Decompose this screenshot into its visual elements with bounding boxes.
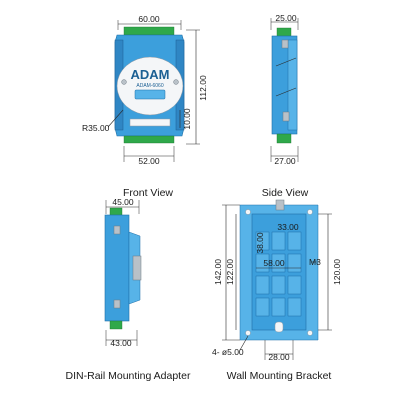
wall-keyhole-icon [274,321,284,333]
din-bottom-terminal [109,320,123,330]
front-inner-dim: 10.00 [182,108,192,130]
caption-din-rail: DIN-Rail Mounting Adapter [66,370,191,382]
side-view: 25.00 27.00 [270,13,299,166]
wall-bracket-grid [255,231,302,317]
side-bottom-dim: 27.00 [274,156,296,166]
side-rail [287,39,298,131]
front-view: 60.00 ADAM ADAM-6060 112.00 10.00 R35.00 [82,14,208,166]
wall-holes-dim: 4- ø5.00 [212,347,244,357]
side-clip-bottom [282,111,290,122]
front-radius-leader [107,109,124,128]
front-brand-logo: ADAM [131,67,170,82]
din-clip-top [113,225,121,235]
wall-bracket-view: 58.00 33.00 38.00 142.00 122.00 120.00 M… [212,199,342,362]
wall-hole-bottom-right-icon [307,330,313,336]
side-clip-top [281,39,289,49]
wall-hole-top-right-icon [307,209,313,215]
wall-inner-width-dim: 58.00 [263,258,285,268]
caption-wall-bracket: Wall Mounting Bracket [227,370,332,382]
front-bottom-terminal [123,135,175,144]
front-screw-left-icon [121,79,127,85]
din-rail-clip [132,255,142,281]
wall-screw-dim: M3 [309,257,321,267]
front-top-terminal [123,26,175,36]
wall-top-tab [275,199,285,211]
front-led-strip [134,89,166,100]
wall-holes-leader [239,335,249,351]
wall-inner-vertical-dim: 38.00 [255,232,265,254]
side-top-dim: 25.00 [275,13,297,23]
front-height-dim: 112.00 [198,75,208,101]
side-bottom-terminal [276,133,292,144]
front-label-oval [116,56,184,116]
wall-right-height-dim: 120.00 [332,259,342,285]
front-screw-right-icon [173,79,179,85]
side-break-lines [275,57,297,97]
caption-side-view: Side View [262,187,309,199]
wall-hole-bottom-left-icon [245,330,251,336]
din-bottom-dim: 43.00 [110,338,132,348]
side-top-terminal [276,27,292,38]
din-top-dim: 45.00 [112,197,134,207]
front-io-label-strip [129,118,171,127]
wall-inner-height-dim: 122.00 [225,259,235,285]
wall-outer-height-dim: 142.00 [213,259,223,285]
wall-bottom-dim: 28.00 [268,352,290,362]
din-rail-view: 45.00 43.00 [104,197,142,348]
front-bottom-dim: 52.00 [138,156,160,166]
caption-front-view: Front View [123,187,173,199]
wall-inner-small-dim: 33.00 [277,222,299,232]
front-top-dim: 60.00 [138,14,160,24]
wall-hole-top-left-icon [245,209,251,215]
front-radius-dim: R35.00 [82,123,110,133]
front-model-text: ADAM-6060 [136,83,163,89]
din-clip-bottom [113,299,121,309]
